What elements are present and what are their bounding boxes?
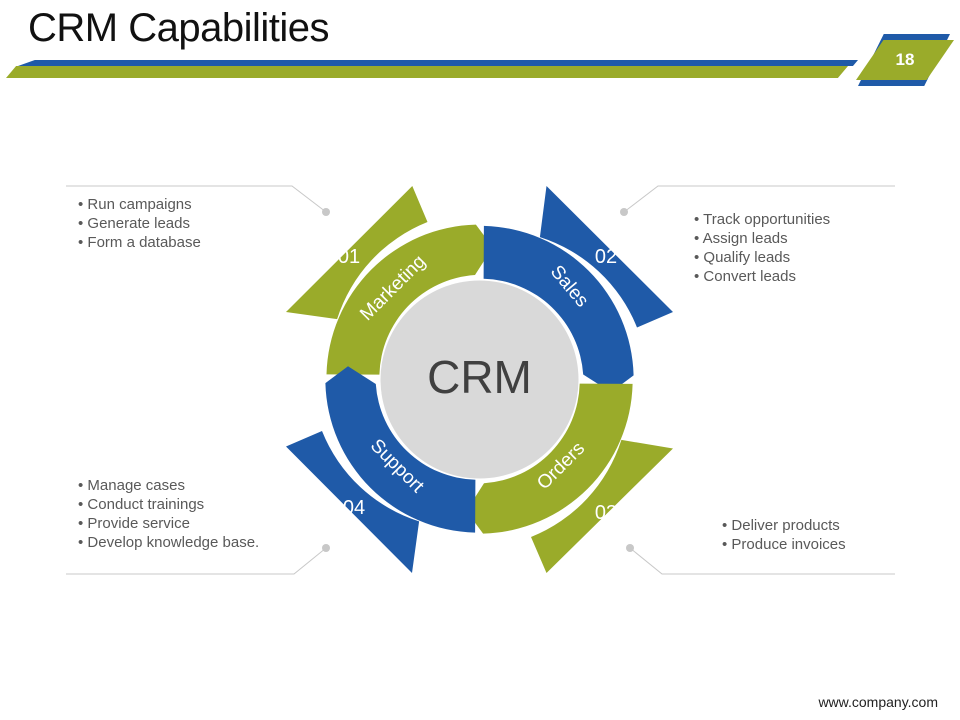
list-item: Qualify leads	[694, 248, 830, 267]
bullets-marketing: Run campaigns Generate leads Form a data…	[78, 195, 201, 252]
callout-dot-04	[322, 544, 330, 552]
list-item: Manage cases	[78, 476, 259, 495]
list-item: Track opportunities	[694, 210, 830, 229]
crm-hub	[380, 280, 579, 479]
list-item: Generate leads	[78, 214, 201, 233]
segment-outer-04	[286, 431, 420, 573]
bullets-orders: Deliver products Produce invoices	[722, 516, 846, 554]
segment-number-03: 03	[595, 502, 617, 524]
segment-orders: 03 Orders	[466, 383, 673, 573]
segment-ring-03	[466, 383, 633, 534]
callout-line-03	[629, 547, 895, 575]
slide-number: 18	[895, 50, 915, 69]
list-item: Develop knowledge base.	[78, 533, 259, 552]
callout-dot-01	[322, 208, 330, 216]
segment-sales: 02 Sales	[483, 186, 673, 393]
list-item: Form a database	[78, 233, 200, 252]
segment-number-02: 02	[595, 246, 617, 268]
page-title: CRM Capabilities	[28, 6, 329, 50]
list-item: Conduct trainings	[78, 495, 259, 514]
list-item: Deliver products	[722, 516, 846, 535]
callout-line-04	[66, 547, 327, 575]
list-item: Provide service	[78, 514, 259, 533]
segment-outer-01	[286, 186, 428, 320]
segment-number-04: 04	[343, 497, 365, 519]
callout-line-02	[623, 185, 895, 213]
footer-website: www.company.com	[818, 694, 938, 710]
segment-outer-02	[539, 186, 673, 328]
callout-dot-03	[626, 544, 634, 552]
bullets-support: Manage cases Conduct trainings Provide s…	[78, 476, 259, 552]
callout-dot-02	[620, 208, 628, 216]
segment-support: 04 Support	[286, 366, 476, 573]
list-item: Convert leads	[694, 267, 830, 286]
list-item: Produce invoices	[722, 535, 845, 554]
header-rule-green	[6, 66, 848, 78]
callout-line-01	[66, 185, 327, 213]
list-item: Assign leads	[694, 229, 830, 248]
crm-hub-label: CRM	[427, 351, 532, 403]
bullets-sales: Track opportunities Assign leads Qualify…	[694, 210, 831, 286]
segment-outer-03	[531, 439, 673, 573]
list-item: Run campaigns	[78, 195, 201, 214]
segment-ring-01	[326, 224, 493, 375]
segment-ring-04	[325, 366, 476, 533]
segment-ring-02	[483, 225, 634, 393]
segment-number-01: 01	[338, 246, 360, 268]
header-rule-blue	[18, 60, 858, 66]
segment-marketing: 01 Marketing	[286, 186, 493, 375]
